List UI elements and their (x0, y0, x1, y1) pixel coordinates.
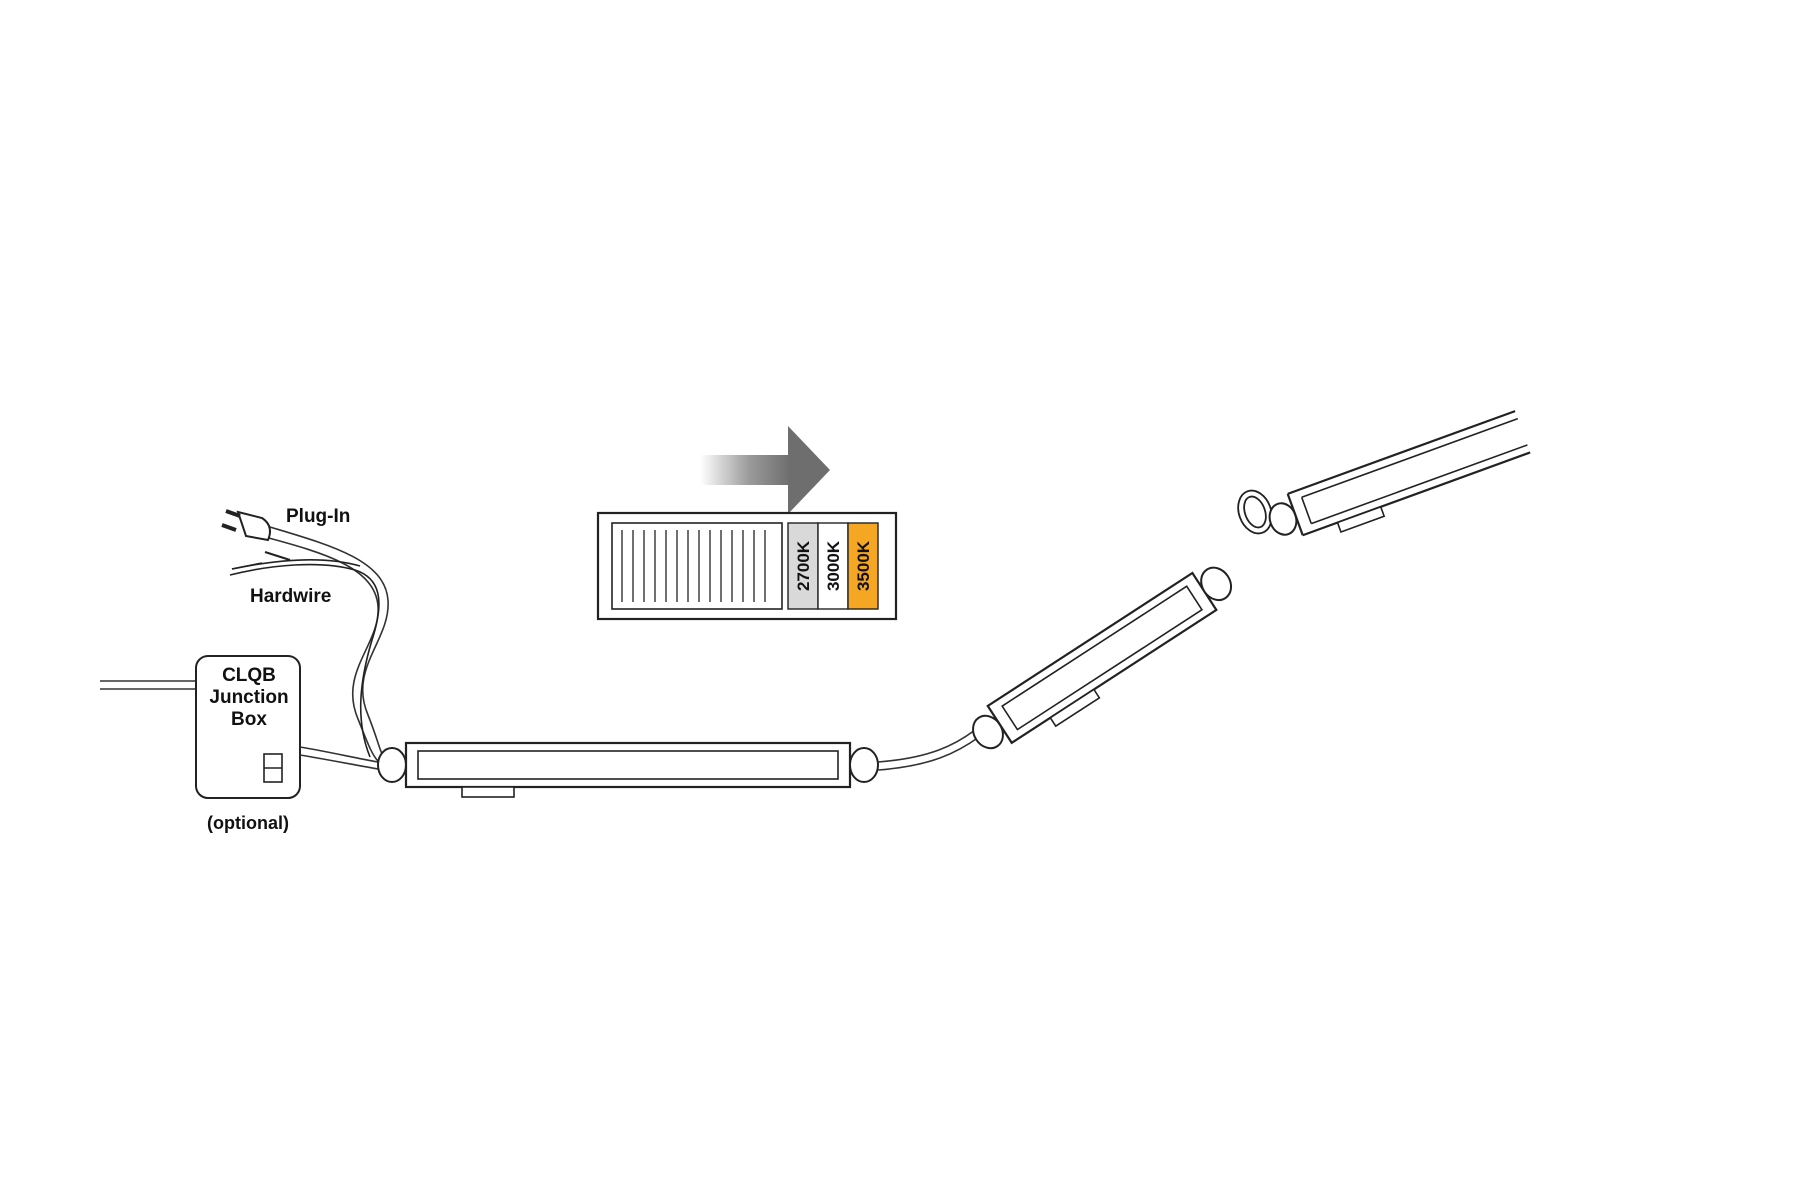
fixture-2 (972, 566, 1233, 750)
fixture-1-right-endcap (849, 747, 879, 783)
cct-selector: 2700K 3000K 3500K (596, 511, 898, 621)
cct-option-3500k[interactable] (847, 522, 879, 610)
plug-in-label: Plug-In (286, 506, 350, 527)
fixture-3-switch-tab (1336, 505, 1386, 533)
fixture-1 (377, 741, 879, 798)
hardwire-label: Hardwire (250, 586, 331, 607)
fixture-1-switch-tab (461, 786, 515, 798)
feed-cable (100, 680, 196, 690)
cct-label-2700k: 2700K (794, 540, 813, 591)
fixture-3 (1268, 410, 1531, 537)
hardwire-leads (229, 558, 380, 758)
plug-in-cord (264, 526, 389, 762)
junction-box-label-line2: Junction (209, 687, 288, 708)
fixture-2-right-endcap (1200, 566, 1233, 602)
fixture-3-left-endcap (1268, 502, 1298, 536)
link-clip-icon (1237, 489, 1273, 535)
switch-grip-lines (621, 530, 766, 602)
plug-icon (221, 509, 271, 542)
junction-box-label-line3: Box (231, 709, 267, 730)
interconnect-cable (877, 729, 980, 771)
fixture-2-switch-tab (1049, 688, 1101, 728)
junction-box-label-line1: CLQB (222, 665, 276, 686)
cct-option-3000k[interactable] (817, 522, 849, 610)
right-arrow-icon (700, 426, 830, 514)
cct-label-3000k: 3000K (824, 540, 843, 591)
cct-option-2700k[interactable] (787, 522, 819, 610)
fixture-1-left-endcap (377, 747, 407, 783)
junction-to-fixture-cable (299, 746, 379, 770)
optional-label: (optional) (207, 813, 289, 833)
junction-box: CLQB Junction Box (195, 655, 301, 799)
cct-label-3500k: 3500K (854, 540, 873, 591)
